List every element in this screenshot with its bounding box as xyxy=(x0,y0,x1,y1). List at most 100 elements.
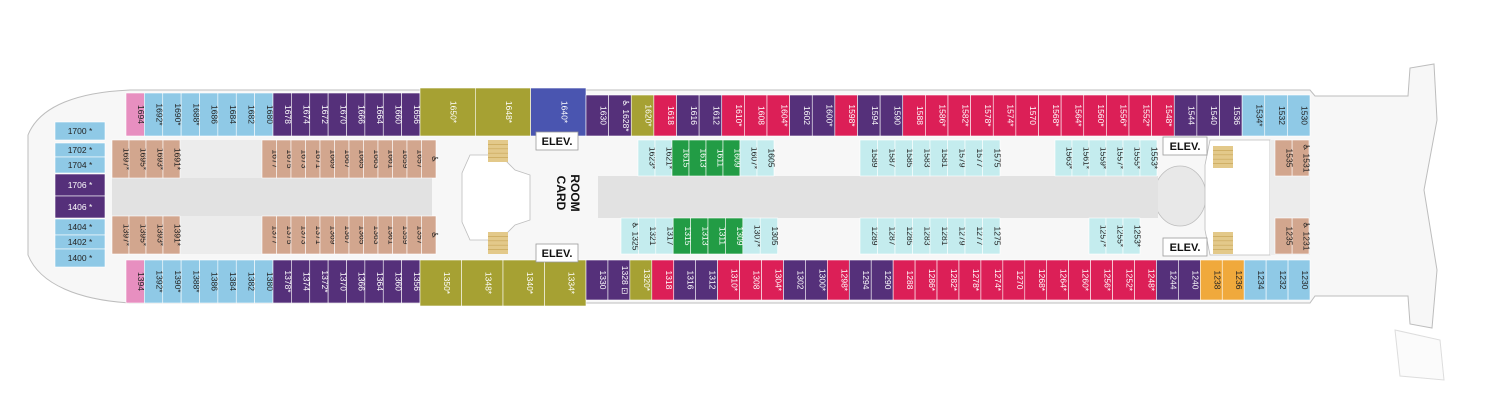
cabin-top-aft-14[interactable]: 1588 xyxy=(902,94,926,137)
cabin-aft-inner-1[interactable]: 1535 xyxy=(1274,139,1295,177)
cabin-bottom-suite-0[interactable]: 1350* xyxy=(419,259,462,307)
cabin-bottom-aft-24[interactable]: 1252* xyxy=(1112,259,1135,301)
cabin-top-fwd-4[interactable]: 1686 xyxy=(199,92,220,137)
cabin-bottom-aft-3[interactable]: 1318 xyxy=(651,259,675,301)
cabin-bottom-aft-17[interactable]: 1278* xyxy=(958,259,982,301)
cabin-inner-top-mid-c-1[interactable]: 1561* xyxy=(1071,139,1092,177)
cabin-inner-top-mid-c-0[interactable]: 1563* xyxy=(1054,139,1075,177)
cabin-inner-bottom-mid-0[interactable]: ♿ 1325 xyxy=(620,217,641,255)
cabin-inner-bottom-mid-c-1[interactable]: 1255* xyxy=(1105,217,1126,255)
cabin-inner-bottom-mid-b-7[interactable]: 1275 xyxy=(982,217,1003,255)
cabin-bottom-fwd-1[interactable]: 1392* xyxy=(144,259,165,304)
cabin-bottom-suite-3[interactable]: 1334* xyxy=(544,259,587,307)
cabin-bottom-fwd-14[interactable]: 1360 xyxy=(382,259,403,304)
cabin-bottom-aft-25[interactable]: 1248* xyxy=(1134,259,1157,301)
cabin-bottom-fwd-9[interactable]: 1374 xyxy=(291,259,312,304)
cabin-top-aft-9[interactable]: 1602 xyxy=(789,94,813,137)
cabin-inner-bottom-fwd-b-4[interactable]: 1369 xyxy=(319,215,338,255)
cabin-inner-bottom-mid-8[interactable]: 1305 xyxy=(759,217,780,255)
cabin-inner-top-fwd-0[interactable]: 1697* xyxy=(111,139,132,179)
cabin-bottom-aft-8[interactable]: 1304* xyxy=(761,259,784,301)
cabin-top-fwd-7[interactable]: 1680 xyxy=(254,92,275,137)
cabin-inner-top-fwd-b-7[interactable]: 1663 xyxy=(363,139,382,179)
cabin-top-fwd-12[interactable]: 1666 xyxy=(346,92,367,137)
cabin-bottom-fwd-7[interactable]: 1380 xyxy=(254,259,275,304)
cabin-top-suite-1[interactable]: 1648* xyxy=(475,87,531,137)
cabin-inner-top-mid-b-2[interactable]: 1585 xyxy=(894,139,915,177)
cabin-top-aft-13[interactable]: 1590 xyxy=(879,94,904,137)
cabin-inner-bottom-mid-b-5[interactable]: 1279 xyxy=(947,217,968,255)
cabin-inner-top-mid-4[interactable]: 1611 xyxy=(705,139,726,177)
cabin-top-aft-30[interactable]: 1532 xyxy=(1264,94,1288,137)
cabin-inner-top-fwd-1[interactable]: 1695* xyxy=(128,139,149,179)
cabin-inner-top-mid-b-6[interactable]: 1577 xyxy=(964,139,985,177)
cabin-top-aft-16[interactable]: 1582* xyxy=(947,94,971,137)
cabin-inner-top-mid-c-2[interactable]: 1559* xyxy=(1088,139,1109,177)
cabin-top-aft-12[interactable]: 1594 xyxy=(857,94,881,137)
cabin-inner-top-fwd-3[interactable]: 1691* xyxy=(162,139,183,179)
cabin-top-aft-0[interactable]: 1630 xyxy=(585,94,609,137)
cabin-bottom-fwd-12[interactable]: 1366 xyxy=(346,259,367,304)
cabin-bow-6[interactable]: 1402 * xyxy=(54,234,106,250)
cabin-inner-top-mid-5[interactable]: 1609 xyxy=(722,139,743,177)
cabin-top-aft-31[interactable]: 1530 xyxy=(1287,94,1311,137)
cabin-top-aft-7[interactable]: 1608 xyxy=(744,94,768,137)
cabin-bottom-fwd-13[interactable]: 1364 xyxy=(364,259,385,304)
cabin-inner-top-mid-7[interactable]: 1605 xyxy=(756,139,777,177)
cabin-bottom-fwd-6[interactable]: 1382 xyxy=(235,259,256,304)
cabin-inner-top-mid-1[interactable]: 1621* xyxy=(654,139,675,177)
cabin-inner-top-mid-b-7[interactable]: 1575 xyxy=(982,139,1003,177)
cabin-aft-inner-3[interactable]: 1235 xyxy=(1274,217,1295,255)
cabin-bow-3[interactable]: 1706 * xyxy=(54,173,106,197)
cabin-bottom-aft-22[interactable]: 1260* xyxy=(1068,259,1091,301)
cabin-top-aft-2[interactable]: 1620* xyxy=(630,94,655,137)
cabin-bottom-aft-4[interactable]: 1316 xyxy=(673,259,696,301)
cabin-inner-top-mid-c-4[interactable]: 1555* xyxy=(1122,139,1143,177)
cabin-top-fwd-3[interactable]: 1688* xyxy=(180,92,201,137)
cabin-inner-top-fwd-b-1[interactable]: 1675 xyxy=(276,139,295,179)
cabin-top-fwd-2[interactable]: 1690* xyxy=(162,92,183,137)
cabin-inner-bottom-mid-7[interactable]: 1307* xyxy=(742,217,763,255)
cabin-inner-bottom-mid-5[interactable]: 1311 xyxy=(707,217,728,255)
elevator-aft-top[interactable]: ELEV. xyxy=(1162,136,1208,156)
cabin-top-aft-23[interactable]: 1556* xyxy=(1106,94,1130,137)
cabin-bottom-aft-19[interactable]: 1270 xyxy=(1002,259,1026,301)
cabin-bottom-aft-27[interactable]: 1240 xyxy=(1178,259,1201,301)
cabin-inner-bottom-fwd-3[interactable]: 1391* xyxy=(162,215,183,255)
cabin-top-aft-11[interactable]: 1598* xyxy=(834,94,858,137)
cabin-bottom-fwd-8[interactable]: 1378* xyxy=(272,259,293,304)
elevator-fwd-top[interactable]: ELEV. xyxy=(535,131,579,151)
cabin-bottom-aft-11[interactable]: 1298* xyxy=(827,259,850,301)
cabin-inner-top-mid-b-1[interactable]: 1587 xyxy=(877,139,898,177)
cabin-inner-top-mid-2[interactable]: 1615 xyxy=(671,139,692,177)
cabin-bottom-aft-21[interactable]: 1264* xyxy=(1046,259,1069,301)
cabin-top-fwd-6[interactable]: 1682 xyxy=(235,92,256,137)
cabin-bottom-aft-12[interactable]: 1294 xyxy=(848,259,872,301)
cabin-bottom-aft-26[interactable]: 1244 xyxy=(1156,259,1179,301)
cabin-top-fwd-10[interactable]: 1672 xyxy=(309,92,330,137)
cabin-bow-5[interactable]: 1404 * xyxy=(54,218,106,236)
cabin-top-aft-10[interactable]: 1600* xyxy=(811,94,836,137)
cabin-inner-bottom-fwd-0[interactable]: 1397* xyxy=(111,215,132,255)
cabin-bottom-aft-2[interactable]: 1320* xyxy=(629,259,653,301)
cabin-inner-top-mid-c-5[interactable]: 1553* xyxy=(1139,139,1160,177)
cabin-top-aft-26[interactable]: 1544 xyxy=(1173,94,1198,137)
cabin-bottom-aft-31[interactable]: 1232 xyxy=(1265,259,1289,301)
cabin-bottom-aft-18[interactable]: 1274* xyxy=(980,259,1004,301)
cabin-top-fwd-11[interactable]: 1670 xyxy=(327,92,348,137)
cabin-inner-bottom-mid-b-1[interactable]: 1287 xyxy=(877,217,898,255)
cabin-inner-bottom-mid-b-0[interactable]: 1289 xyxy=(859,217,880,255)
cabin-inner-bottom-mid-1[interactable]: 1321 xyxy=(638,217,658,255)
cabin-inner-bottom-mid-b-2[interactable]: 1285 xyxy=(894,217,915,255)
cabin-inner-top-mid-b-5[interactable]: 1579 xyxy=(947,139,968,177)
cabin-top-aft-21[interactable]: 1564* xyxy=(1060,94,1085,137)
cabin-top-fwd-0[interactable]: 1694 xyxy=(125,92,146,137)
cabin-top-aft-27[interactable]: 1540 xyxy=(1196,94,1220,137)
cabin-top-aft-18[interactable]: 1574* xyxy=(992,94,1017,137)
cabin-inner-bottom-mid-b-6[interactable]: 1277 xyxy=(964,217,985,255)
cabin-bow-1[interactable]: 1702 * xyxy=(54,142,106,158)
cabin-top-fwd-15[interactable]: 1656 xyxy=(401,92,422,137)
cabin-bottom-aft-15[interactable]: 1286* xyxy=(914,259,938,301)
cabin-inner-bottom-mid-2[interactable]: 1317 xyxy=(655,217,676,255)
elevator-aft-bottom[interactable]: ELEV. xyxy=(1162,237,1208,257)
